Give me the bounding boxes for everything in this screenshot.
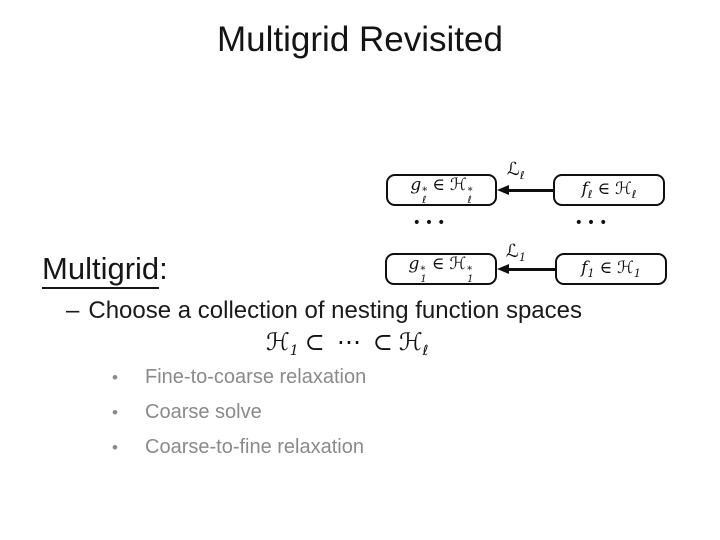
box-dual-level-1-math: g*1∈ℋ*1: [408, 254, 474, 285]
sup-star: *: [467, 186, 473, 197]
space-H: ℋ: [615, 179, 632, 199]
sup-star: *: [467, 265, 473, 276]
box-dual-level-l-math: g*ℓ∈ℋ*ℓ: [410, 175, 473, 206]
arrowhead-left-icon: [497, 184, 509, 195]
var-f: f: [581, 179, 588, 199]
arrowhead-left-icon: [497, 263, 509, 274]
sub-one: 1: [467, 274, 474, 285]
list-item: • Fine-to-coarse relaxation: [112, 366, 366, 389]
element-of-symbol: ∈: [599, 258, 613, 278]
bullet-text: Fine-to-coarse relaxation: [145, 366, 367, 388]
supsub-g-l: *ℓ: [422, 186, 428, 206]
var-f: f: [581, 258, 588, 278]
subset-symbol: ⊂: [372, 328, 393, 356]
sup-star: *: [420, 265, 426, 276]
ellipsis-right: •••: [574, 215, 612, 231]
var-g: g: [410, 175, 422, 195]
bullet-text: Coarse solve: [145, 401, 262, 423]
sub-one: 1: [587, 267, 595, 280]
list-item: • Coarse-to-fine relaxation: [112, 436, 366, 459]
operator-label-level-l: ℒℓ: [507, 159, 525, 182]
bullet-text: Coarse-to-fine relaxation: [145, 436, 364, 458]
bullet-icon: •: [112, 438, 118, 457]
heading-colon: :: [159, 251, 168, 286]
dash-marker: –: [66, 297, 80, 324]
box-dual-level-l: g*ℓ∈ℋ*ℓ: [386, 174, 497, 206]
supsub-H-l: *ℓ: [467, 186, 473, 206]
space-H: ℋ: [617, 258, 634, 278]
box-primal-level-1: f1∈ℋ1: [555, 253, 667, 285]
subset-symbol: ⊂: [304, 328, 325, 356]
arrow-shaft: [508, 188, 553, 192]
ellipsis-left: •••: [412, 215, 450, 231]
sub-bullet-list: • Fine-to-coarse relaxation • Coarse sol…: [112, 366, 366, 459]
sub-level: ℓ: [422, 195, 427, 206]
supsub-H-1: *1: [467, 265, 474, 285]
script-L: ℒ: [506, 241, 519, 262]
box-primal-level-1-math: f1∈ℋ1: [581, 258, 641, 280]
element-of-symbol: ∈: [432, 175, 445, 195]
sub-level: ℓ: [587, 188, 593, 201]
nesting-spaces-formula: ℋ1⊂⋯⊂ℋℓ: [266, 328, 428, 359]
sub-one: 1: [420, 274, 427, 285]
box-dual-level-1: g*1∈ℋ*1: [385, 253, 497, 285]
section-heading: Multigrid:: [42, 250, 168, 289]
supsub-g-1: *1: [420, 265, 427, 285]
space-H: ℋ: [449, 175, 467, 195]
var-g: g: [408, 254, 420, 274]
cdots-symbol: ⋯: [336, 328, 361, 356]
element-of-symbol: ∈: [431, 254, 445, 274]
sub-level: ℓ: [422, 343, 429, 359]
box-primal-level-l: fℓ∈ℋℓ: [553, 174, 665, 206]
sub-level: ℓ: [467, 195, 472, 206]
box-primal-level-l-math: fℓ∈ℋℓ: [582, 179, 637, 201]
dash-bullet-text: Choose a collection of nesting function …: [88, 297, 582, 324]
sub-one: 1: [518, 251, 526, 264]
space-H: ℋ: [398, 328, 423, 356]
sub-one: 1: [289, 343, 299, 359]
dash-bullet-line: –Choose a collection of nesting function…: [66, 297, 582, 326]
space-H: ℋ: [266, 328, 290, 356]
list-item: • Coarse solve: [112, 401, 366, 424]
bullet-icon: •: [112, 368, 118, 387]
sub-level: ℓ: [519, 169, 525, 182]
script-L: ℒ: [507, 159, 520, 180]
element-of-symbol: ∈: [597, 179, 611, 199]
space-H: ℋ: [449, 254, 467, 274]
slide-title: Multigrid Revisited: [217, 20, 503, 59]
bullet-icon: •: [112, 403, 118, 422]
heading-word: Multigrid: [42, 251, 160, 289]
operator-label-level-1: ℒ1: [506, 241, 526, 264]
arrow-shaft: [508, 267, 555, 271]
sub-one: 1: [633, 267, 641, 280]
sub-level: ℓ: [631, 188, 637, 201]
sup-star: *: [422, 186, 428, 197]
